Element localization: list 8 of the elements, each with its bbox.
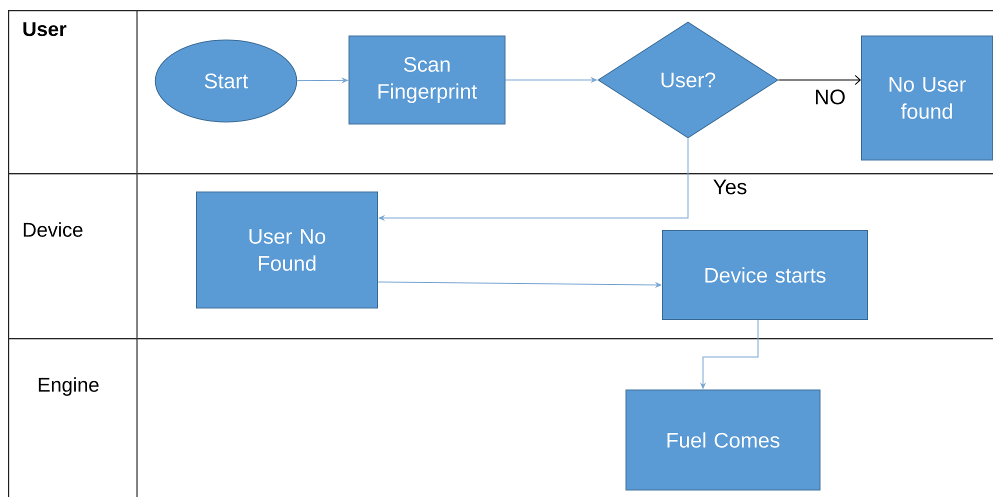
process-box: Device starts — [662, 230, 868, 320]
process-box: No User found — [861, 36, 993, 160]
arrow — [778, 75, 861, 85]
process-box: Scan Fingerprint — [348, 36, 506, 124]
edge-label: NO — [813, 88, 847, 106]
process-box: Fuel Comes — [626, 390, 820, 490]
edge-label: Yes — [712, 178, 748, 196]
process-box: User No Found — [196, 192, 378, 308]
